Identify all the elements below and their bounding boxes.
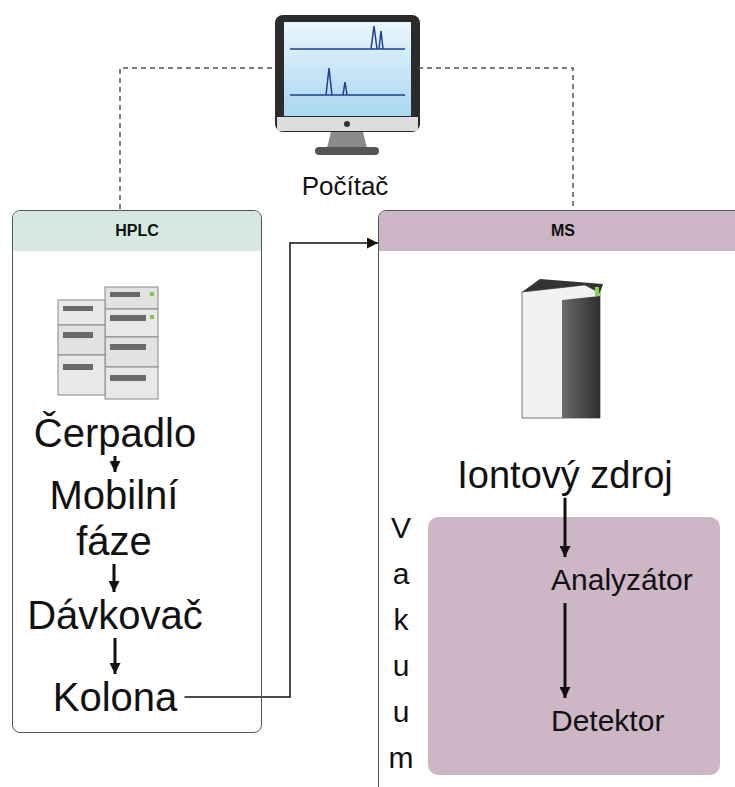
computer-monitor [275,15,420,155]
node-label: Počítač [302,171,389,202]
node-label: Iontový zdroj [456,454,674,498]
hplc-slot [63,332,93,338]
process-step: Mobilní fáze [19,472,209,564]
hplc-module [58,325,105,355]
ms-stage: Iontový zdroj [454,454,676,498]
data-link [418,68,573,210]
node-label: Mobilní fáze [21,472,207,564]
node-label: Analyzátor [551,557,577,603]
panel-title: HPLC [115,222,159,240]
hplc-module [105,287,158,309]
ms-stage: Detektor [549,698,581,744]
status-light [595,287,599,296]
node-label: Dávkovač [26,592,204,638]
chromatogram-peaks [371,26,383,49]
monitor-base [315,147,379,155]
hplc-panel: HPLC ČerpadloMobilní fázeDávkovačKolona [12,210,262,733]
monitor-stand [327,132,367,148]
hplc-module [58,300,105,325]
node-label: Čerpadlo [33,410,198,456]
ms-panel: MS Iontový zdrojVakuum AnalyzátorDetektor [378,210,735,787]
status-light [150,315,154,319]
node-label: Detektor [551,698,577,744]
flow-arrow [185,243,379,697]
monitor-button [344,121,350,127]
vacuum-region [428,517,720,775]
flow-arrow [114,456,117,472]
hplc-module [105,309,158,337]
node-label: Kolona [52,674,179,720]
process-step: Čerpadlo [31,410,200,456]
ms-stage: Analyzátor [549,557,581,603]
header-band: HPLC [13,211,261,251]
monitor-screen [284,22,411,116]
header-band: MS [379,211,735,251]
ms-side-panel [562,296,600,418]
flow-arrow [114,638,117,674]
data-link [120,68,272,210]
hplc-module [58,355,105,395]
hplc-slot [110,315,146,321]
vertical-label: Vakuum [388,505,414,781]
hplc-slot [110,375,146,381]
status-light [150,292,154,296]
hplc-slot [63,306,93,311]
process-step: Kolona [50,674,181,720]
hplc-slot [63,364,93,370]
hplc-instrument [58,287,158,399]
computer-node: Počítač [272,12,418,202]
flow-arrow [113,564,116,592]
flow-arrow [564,603,567,698]
monitor-frame [275,15,420,132]
monitor-chin [277,117,418,131]
ms-body [522,285,600,418]
ms-top [522,279,603,293]
panel-title: MS [551,222,575,240]
process-step: Dávkovač [24,592,206,638]
chromatogram-baseline [290,48,405,50]
ms-instrument [522,279,603,418]
flow-arrow [564,498,567,557]
hplc-module [105,367,158,399]
vacuum-group: Vakuum AnalyzátorDetektor [388,505,720,783]
hplc-slot [110,292,140,297]
hplc-module [105,337,158,367]
hplc-slot [110,344,146,350]
chromatogram-peaks [326,68,347,95]
